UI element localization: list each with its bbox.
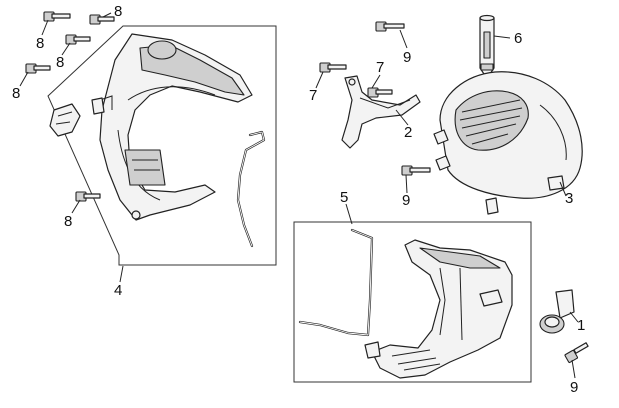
part-6-hose — [479, 14, 495, 75]
bolt-9-top — [375, 21, 405, 32]
bolt-8-middle — [65, 34, 91, 45]
bolt-7-left — [319, 62, 347, 73]
part-5-group-frame — [293, 221, 532, 383]
part-2-mounting-bracket — [341, 75, 421, 149]
callout-8-middle: 8 — [56, 54, 64, 71]
callout-9-middle: 9 — [402, 192, 410, 209]
callout-6: 6 — [514, 30, 522, 47]
callout-4: 4 — [114, 282, 122, 299]
callout-5: 5 — [340, 189, 348, 206]
bolt-8-lower — [75, 191, 101, 202]
part-5-lower-cover — [364, 239, 513, 379]
part-1-grommet — [539, 289, 575, 334]
bolt-7-right — [367, 87, 393, 98]
bolt-8-left — [25, 63, 51, 74]
part-3-fan-cover — [433, 71, 583, 215]
bolt-8-top-middle — [89, 14, 115, 25]
part-4-retaining-clip — [49, 103, 81, 137]
callout-7-left: 7 — [309, 87, 317, 104]
part-5-wire-support — [298, 228, 374, 337]
part-4-inner-cover — [91, 33, 253, 221]
bolt-9-bottom — [564, 342, 589, 364]
callout-9-bottom: 9 — [570, 379, 578, 396]
callout-2: 2 — [404, 124, 412, 141]
part-4-group-frame — [47, 25, 277, 266]
callout-8-top-right: 8 — [114, 3, 122, 20]
callout-8-top-left: 8 — [36, 35, 44, 52]
bolt-8-top-left — [43, 11, 71, 22]
callout-9-top: 9 — [403, 49, 411, 66]
callout-8-lower: 8 — [64, 213, 72, 230]
callout-7-right: 7 — [376, 59, 384, 76]
callout-1: 1 — [577, 317, 585, 334]
bolt-9-middle — [401, 165, 431, 176]
part-4-seal-strip — [236, 130, 266, 248]
callout-8-left: 8 — [12, 85, 20, 102]
callout-3: 3 — [565, 190, 573, 207]
